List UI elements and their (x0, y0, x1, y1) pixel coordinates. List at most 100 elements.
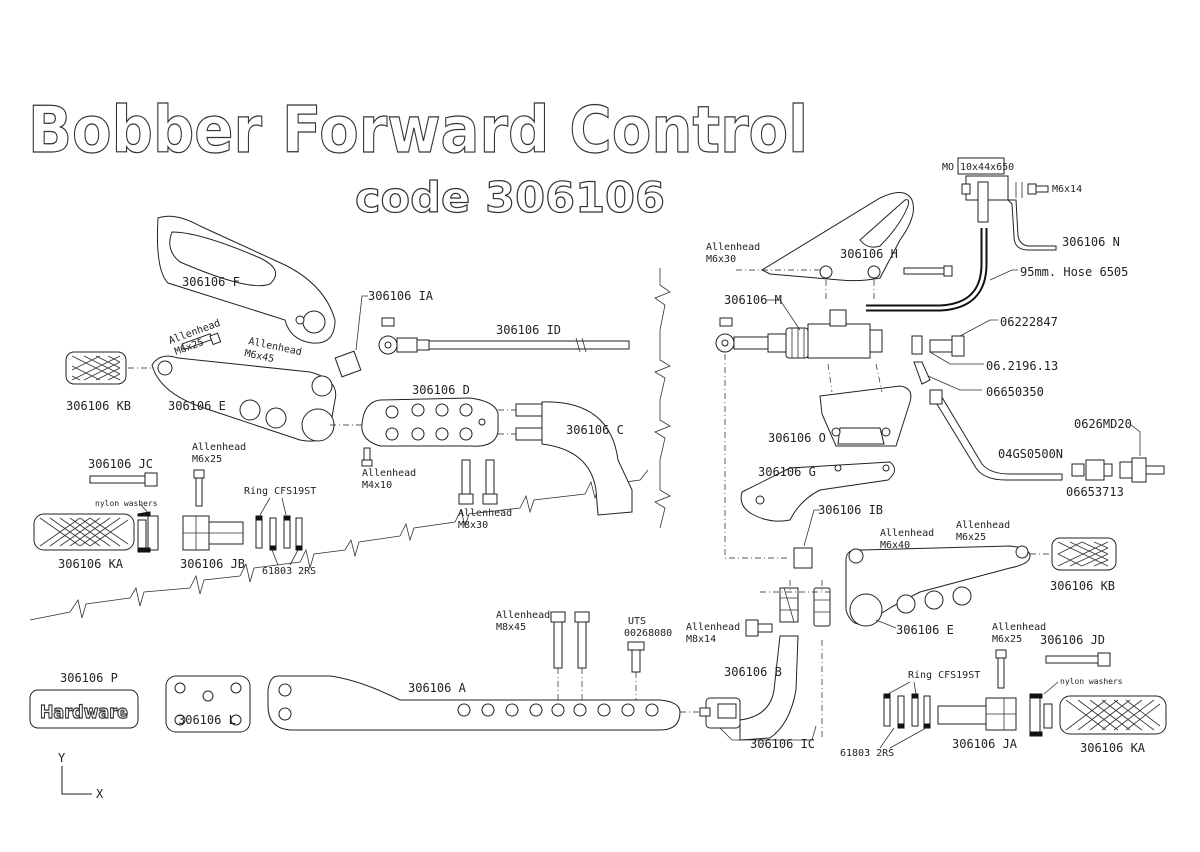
bearing-stack-left (255, 515, 303, 551)
label-06653713: 06653713 (1066, 485, 1124, 499)
label-m6x14: M6x14 (1052, 184, 1082, 195)
part-306106-KB-left (65, 351, 127, 385)
label-nylon-left: nylon washers (95, 499, 158, 508)
label-306106-O: 306106 O (768, 431, 826, 445)
part-306106-IA (334, 350, 362, 378)
label-ring-right: Ring CFS19ST (908, 670, 980, 681)
axis-x-label: X (96, 787, 104, 801)
centerline-o (827, 363, 883, 393)
part-306106-IB (793, 547, 813, 569)
bolt-m8x14 (745, 619, 773, 637)
label-bolt-m8x14-2: M8x14 (686, 634, 716, 645)
label-bolt-r-m6x25-2: M6x25 (956, 532, 986, 543)
hardware-label: Hardware (40, 702, 128, 723)
label-bolt-jd-1: Allenhead (992, 622, 1046, 633)
part-0626md20 (1119, 457, 1165, 483)
label-062196: 06.2196.13 (986, 359, 1058, 373)
axis-indicator (61, 766, 92, 795)
label-306106-JD: 306106 JD (1040, 633, 1105, 647)
leader-IB (803, 509, 820, 547)
label-306106-F: 306106 F (182, 275, 240, 289)
label-06650350: 06650350 (986, 385, 1044, 399)
label-306106-C: 306106 C (566, 423, 624, 437)
label-mo: MO (942, 162, 954, 173)
part-306106-JB (182, 515, 244, 551)
label-bolt-m4x10-2: M4x10 (362, 480, 392, 491)
leader-IC (719, 725, 817, 741)
part-306106-G (740, 461, 895, 522)
label-306106-IA: 306106 IA (368, 289, 434, 303)
leader-ring-right (887, 681, 917, 695)
bolt-m8x45-pair (550, 611, 590, 669)
part-06653713 (1071, 459, 1113, 481)
label-306106-E-left: 306106 E (168, 399, 226, 413)
part-mo-bracket (961, 175, 1049, 223)
label-bolt-m8x14-1: Allenhead (686, 622, 740, 633)
part-04gs0500n-line (931, 393, 1063, 481)
centerline-b (760, 580, 830, 593)
part-306106-D (361, 397, 499, 447)
label-uts-1: UTS (628, 616, 646, 627)
part-306106-F (156, 215, 336, 344)
label-bolt-m6x40-1: Allenhead (880, 528, 934, 539)
leader-hose (989, 269, 1018, 281)
leader-bearing-right (879, 727, 927, 749)
label-306106-JC: 306106 JC (88, 457, 153, 471)
title-code: code 306106 (355, 173, 665, 222)
part-306106-M (715, 309, 883, 359)
part-306106-JD (1045, 652, 1111, 667)
part-04gs-fitting (929, 389, 943, 405)
label-bolt-jc-1: Allenhead (192, 442, 246, 453)
part-06650350 (913, 361, 931, 385)
leader-ring-left (259, 497, 287, 516)
label-bolt-r-m6x25-1: Allenhead (956, 520, 1010, 531)
break-line-vertical (654, 268, 671, 529)
bolt-m6x25-jc (193, 469, 205, 507)
label-hose: 95mm. Hose 6505 (1020, 265, 1128, 279)
label-306106-L: 306106 L (178, 713, 236, 727)
part-306106-A (267, 675, 681, 731)
label-uts-2: 00268080 (624, 628, 672, 639)
leader-nylon-right (1043, 681, 1059, 695)
part-306106-B (739, 587, 831, 741)
part-306106-L (165, 675, 251, 733)
title-main: Bobber Forward Control (28, 94, 808, 168)
axis-y-label: Y (58, 751, 66, 765)
label-0626md20: 0626MD20 (1074, 417, 1132, 431)
label-306106-H: 306106 H (840, 247, 898, 261)
label-bearing-left: 61803 2RS (262, 566, 316, 577)
mo-code-box (957, 157, 1005, 175)
label-306106-A: 306106 A (408, 681, 467, 695)
centerline-m-vertical (724, 354, 790, 559)
break-line-bottom (29, 469, 649, 621)
part-306106-ID (378, 317, 630, 355)
label-bolt-m6x30-1: Allenhead (706, 242, 760, 253)
leader-E-right (875, 619, 897, 629)
label-bearing-right: 61803 2RS (840, 748, 894, 759)
leader-06650350 (927, 375, 982, 391)
part-uts-00268080 (627, 641, 645, 673)
part-306106-JC (89, 472, 158, 487)
part-306106-E-left (151, 355, 337, 442)
label-306106-JA: 306106 JA (952, 737, 1018, 751)
part-306106-H (760, 192, 914, 282)
bolt-m8x30-pair (458, 459, 498, 505)
leader-062196 (929, 351, 984, 365)
part-306106-P-box (29, 689, 139, 729)
label-nylon-right: nylon washers (1060, 677, 1123, 686)
part-306106-C (515, 401, 633, 516)
leader-0626md20 (1129, 423, 1141, 456)
label-306106-ID: 306106 ID (496, 323, 561, 337)
label-bolt-jc-2: M6x25 (192, 454, 222, 465)
label-bolt-m8x30-1: Allenhead (458, 508, 512, 519)
part-06222847 (911, 335, 965, 357)
label-306106-B: 306106 B (724, 665, 782, 679)
leader-M (766, 299, 801, 331)
part-306106-O (819, 385, 912, 447)
label-306106-IB: 306106 IB (818, 503, 883, 517)
label-306106-KB-right: 306106 KB (1050, 579, 1115, 593)
label-bolt-m8x30-2: M8x30 (458, 520, 488, 531)
part-306106-JA (937, 697, 1017, 731)
label-306106-G: 306106 G (758, 465, 816, 479)
